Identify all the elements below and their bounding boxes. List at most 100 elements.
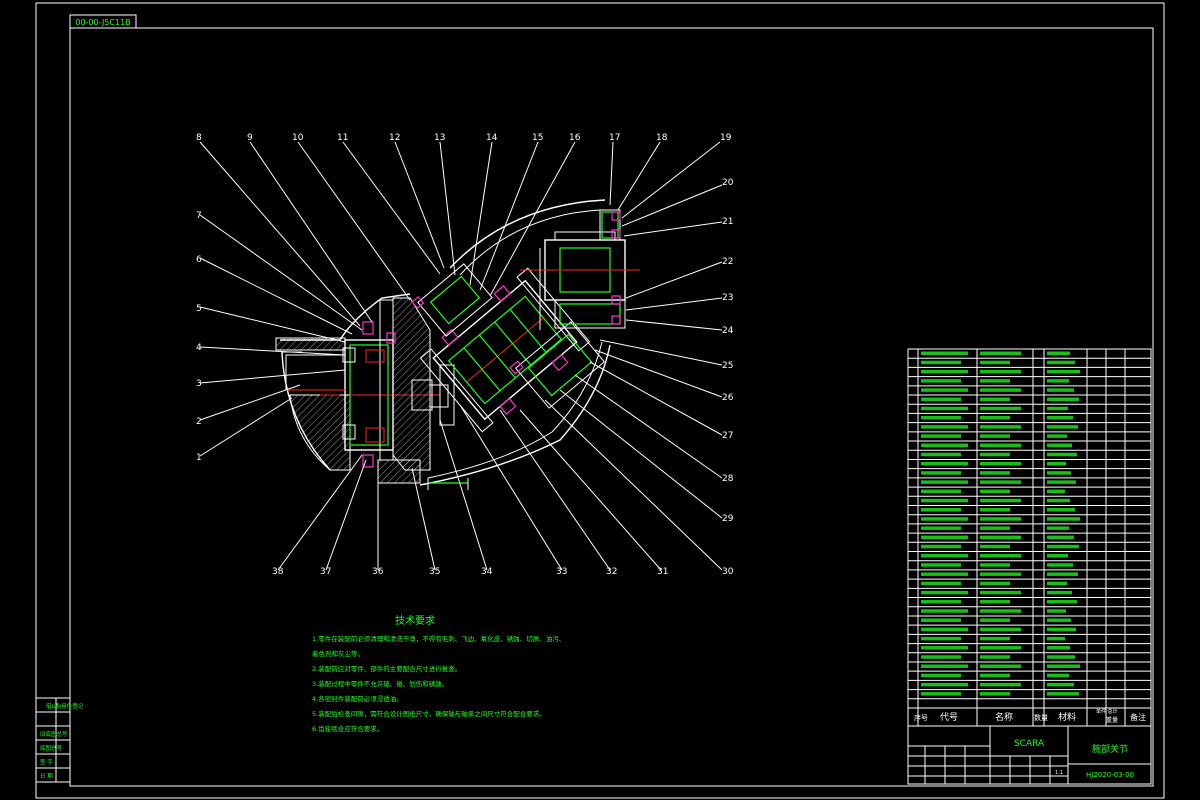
bom-cell-text-mark: [921, 517, 968, 521]
part-label-10: 10: [292, 133, 304, 143]
bom-cell-text-mark: [921, 636, 961, 641]
bom-header-seq: 序号: [914, 713, 928, 722]
bom-cell-text-mark: [980, 489, 1010, 494]
bom-cell-text-mark: [921, 452, 961, 457]
bom-cell-text-mark: [921, 480, 968, 484]
bom-cell-text-mark: [1047, 655, 1075, 659]
bom-cell-text-mark: [1047, 406, 1068, 411]
stamp-label-4: 日 期: [40, 773, 53, 780]
bom-cell-text-mark: [921, 369, 968, 374]
bom-cell-text-mark: [980, 471, 1010, 475]
bom-cell-text-mark: [1047, 544, 1079, 549]
bom-cell-text-mark: [1047, 434, 1067, 438]
bom-cell-text-mark: [980, 480, 1021, 484]
part-label-4: 4: [196, 343, 202, 353]
bom-cell-text-mark: [1047, 369, 1080, 374]
bom-cell-text-mark: [1047, 563, 1073, 567]
bom-cell-text-mark: [980, 351, 1021, 355]
bom-cell-text-mark: [921, 590, 968, 595]
part-label-11: 11: [337, 133, 348, 143]
part-label-2: 2: [196, 417, 202, 427]
bom-cell-text-mark: [980, 646, 1021, 650]
tech-req-title: 技术要求: [395, 614, 435, 627]
bom-cell-text-mark: [1047, 517, 1080, 521]
bom-cell-text-mark: [980, 609, 1021, 613]
bom-cell-text-mark: [980, 636, 1010, 641]
bom-cell-text-mark: [1047, 397, 1079, 402]
part-label-12: 12: [389, 133, 400, 143]
part-label-9: 9: [247, 133, 253, 143]
bom-cell-text-mark: [980, 590, 1021, 595]
bom-cell-text-mark: [980, 526, 1010, 530]
bom-cell-text-mark: [921, 609, 968, 613]
part-label-37: 37: [320, 567, 331, 577]
bom-cell-text-mark: [1047, 388, 1074, 392]
part-label-13: 13: [434, 133, 445, 143]
bom-cell-text-mark: [921, 673, 961, 678]
bom-header-weight-unit: 重量: [1106, 716, 1118, 724]
bom-cell-text-mark: [1047, 452, 1077, 457]
part-label-38: 38: [272, 567, 284, 577]
bom-cell-text-mark: [921, 351, 968, 355]
bom-cell-text-mark: [921, 646, 968, 650]
title-block-drawing-no: HJ2020-03-00: [1086, 771, 1134, 779]
part-label-7: 7: [196, 211, 202, 221]
bom-cell-text-mark: [921, 471, 961, 475]
bom-cell-text-mark: [1047, 581, 1067, 586]
bom-cell-text-mark: [1047, 489, 1065, 494]
sheet-outer-border: [35, 2, 1165, 799]
bom-header-weight: 单件 总计: [1096, 708, 1118, 715]
bom-cell-text-mark: [921, 397, 961, 402]
bom-cell-text-mark: [1047, 415, 1073, 420]
bom-header-remark: 备注: [1130, 712, 1146, 722]
bom-cell-text-mark: [921, 544, 961, 549]
bom-cell-text-mark: [921, 379, 961, 383]
bom-cell-text-mark: [1047, 461, 1066, 466]
bom-cell-text-mark: [1047, 609, 1066, 613]
tech-req-line-6: 5.装配后检查间隙，需符合设计图纸尺寸，确保轴与轴承之间尺寸符合配合要求。: [312, 709, 546, 718]
tech-req-line-3: 2.装配前应对零件、部件的主要配合尺寸进行复查。: [312, 664, 461, 673]
bom-cell-text-mark: [921, 406, 968, 411]
bom-cell-text-mark: [980, 544, 1010, 549]
bom-cell-text-mark: [921, 461, 968, 466]
bom-cell-text-mark: [921, 443, 968, 448]
bom-cell-text-mark: [980, 664, 1021, 668]
bom-cell-text-mark: [980, 415, 1010, 420]
bom-cell-text-mark: [1047, 535, 1074, 540]
bom-cell-text-mark: [1047, 554, 1068, 558]
bom-cell-text-mark: [1047, 664, 1080, 668]
bom-cell-text-mark: [980, 517, 1021, 521]
bom-cell-text-mark: [980, 452, 1010, 457]
title-block-part-name: 腕部关节: [1092, 743, 1128, 755]
bom-cell-text-mark: [980, 498, 1021, 503]
bom-cell-text-mark: [980, 682, 1021, 687]
bom-cell-text-mark: [921, 600, 961, 604]
bom-cell-text-mark: [1047, 360, 1075, 365]
bom-header-qty: 数量: [1034, 713, 1048, 722]
bom-cell-text-mark: [1047, 480, 1076, 484]
bom-cell-text-mark: [921, 664, 968, 668]
bom-cell-text-mark: [921, 507, 961, 512]
bom-cell-text-mark: [1047, 673, 1069, 678]
title-block: SCARA 腕部关节 HJ2020-03-00 1:1: [907, 725, 1152, 785]
bom-cell-text-mark: [921, 489, 961, 494]
bom-cell-text-mark: [980, 535, 1021, 540]
left-stamp-column: 借(通)用件登记 旧底图总号 底图总号 签 字 日 期: [35, 697, 84, 783]
stamp-label-2: 底图总号: [40, 744, 63, 752]
part-label-24: 24: [722, 326, 734, 336]
bom-cell-text-mark: [921, 572, 968, 576]
bom-cell-text-mark: [980, 563, 1010, 567]
technical-requirements: 技术要求 1.零件在装配前必须清理和清洗干净，不得有毛刺、飞边、氧化皮、锈蚀、切…: [312, 614, 565, 733]
part-label-31: 31: [657, 567, 668, 577]
bom-cell-text-mark: [980, 655, 1010, 659]
bom-cell-text-mark: [980, 600, 1010, 604]
part-label-18: 18: [656, 133, 668, 143]
bom-cell-text-mark: [980, 618, 1010, 622]
tech-req-line-7: 6.齿轮啮合应符合要求。: [312, 724, 383, 733]
part-label-28: 28: [722, 474, 734, 484]
title-block-scale: 1:1: [1055, 770, 1063, 776]
tech-req-line-2: 着色剂和灰尘等。: [312, 649, 364, 658]
part-label-33: 33: [556, 567, 567, 577]
bom-cell-text-mark: [980, 673, 1010, 678]
